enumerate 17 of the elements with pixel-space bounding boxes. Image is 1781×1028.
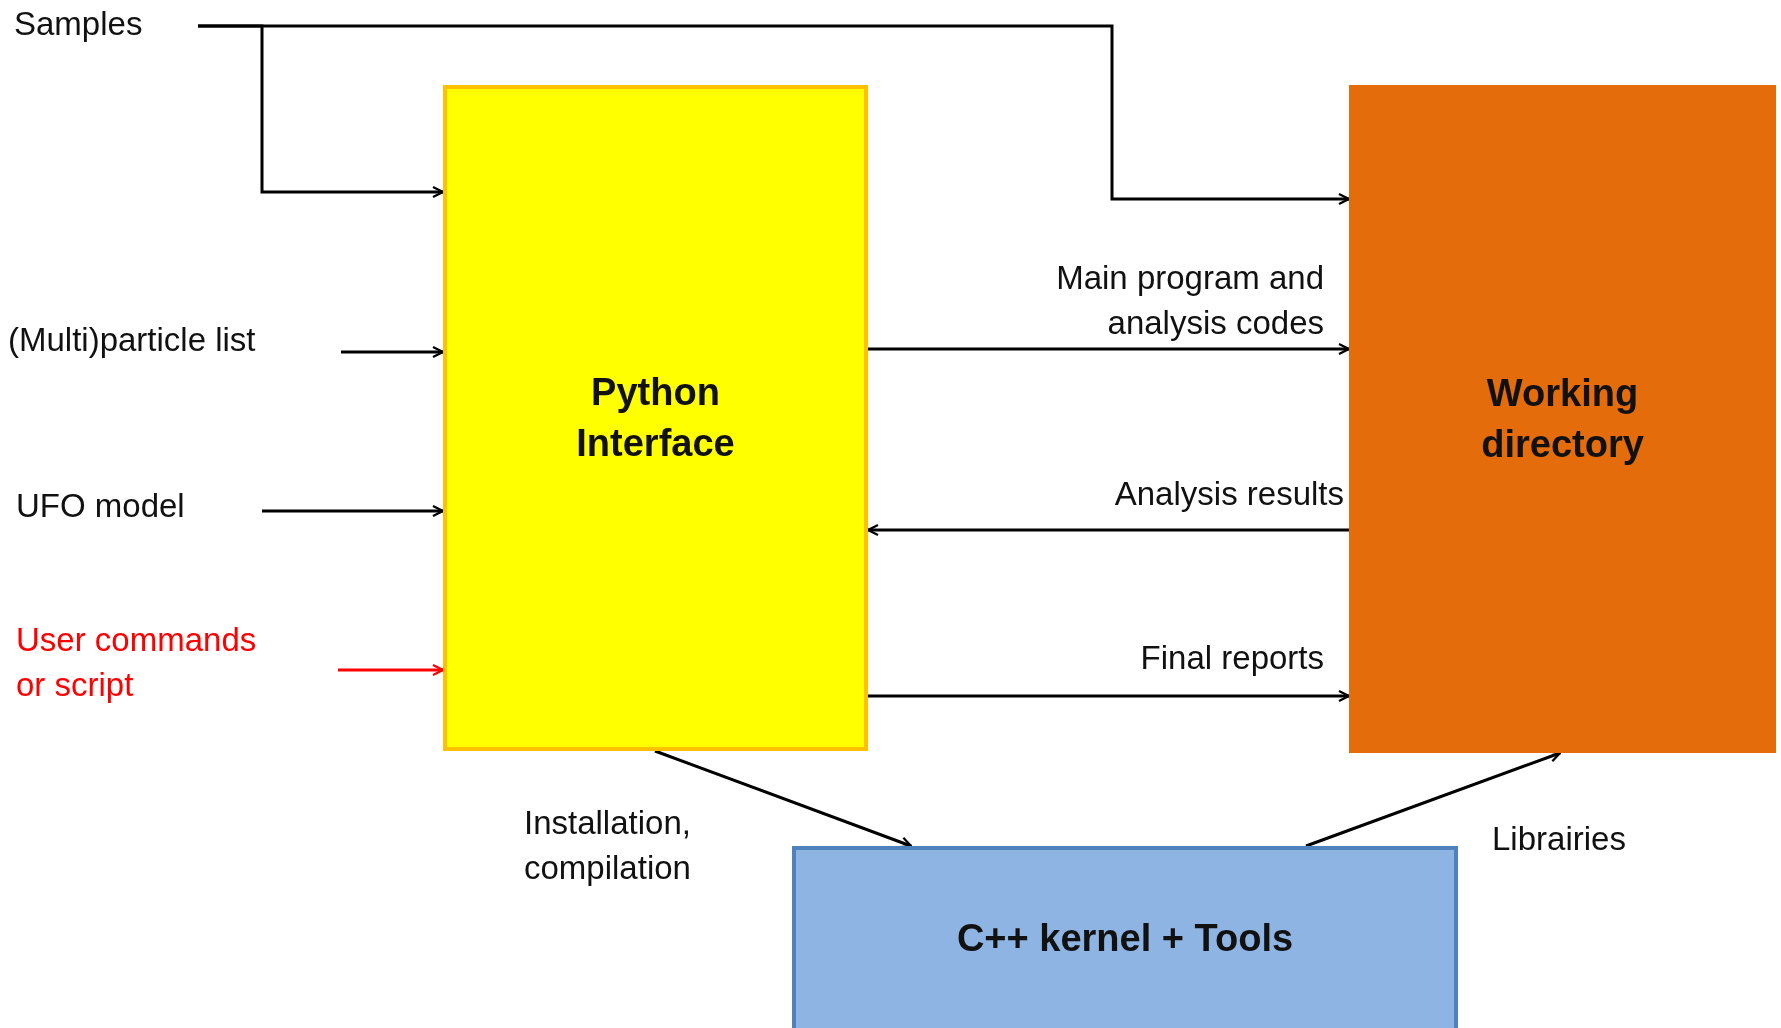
arrow [868, 342, 1351, 356]
arrow [654, 749, 913, 849]
input-label: User commands or script [16, 618, 338, 708]
arrow [262, 504, 445, 518]
arrow [868, 689, 1351, 703]
arrow [198, 24, 1351, 206]
input-label: Samples [14, 2, 198, 47]
process-box [443, 85, 868, 751]
box-title: C++ kernel + Tools [956, 916, 1294, 962]
box-title: Python Interface [575, 369, 736, 466]
process-box [1349, 85, 1776, 753]
input-label: UFO model [16, 484, 262, 529]
process-box [792, 846, 1458, 1028]
box-title: Working directory [1480, 370, 1645, 467]
input-label: (Multi)particle list [8, 318, 341, 363]
arrow [338, 663, 445, 677]
arrow [341, 345, 445, 359]
